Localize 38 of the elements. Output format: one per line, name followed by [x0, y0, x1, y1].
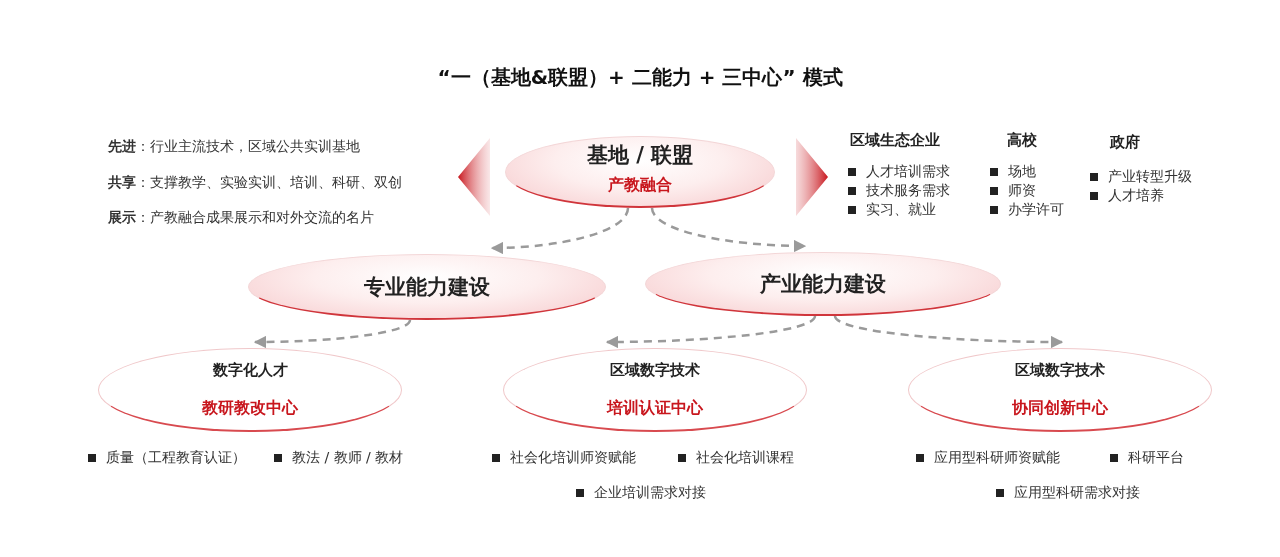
- bullet-item: 人才培养: [1090, 187, 1164, 205]
- bullet-item: 应用型科研需求对接: [996, 484, 1140, 502]
- arrow: [833, 315, 1064, 349]
- bullet-item: 质量（工程教育认证）: [88, 449, 246, 467]
- bullet-item: 办学许可: [990, 201, 1064, 219]
- node-subtitle: 产教融合: [608, 175, 672, 196]
- description-line: 展示：产教融合成果展示和对外交流的名片: [108, 209, 374, 227]
- bullet-item: 社会化培训师资赋能: [492, 449, 636, 467]
- arrow: [253, 319, 412, 349]
- node-title: 区域数字技术: [610, 360, 700, 380]
- bullet-item: 企业培训需求对接: [576, 484, 706, 502]
- bullet-item: 场地: [990, 163, 1036, 181]
- node-title: 专业能力建设: [364, 273, 490, 301]
- bullet-item: 科研平台: [1110, 449, 1184, 467]
- node-title: 数字化人才: [212, 360, 288, 380]
- bullet-item: 人才培训需求: [848, 163, 950, 181]
- bullet-item: 产业转型升级: [1090, 168, 1192, 186]
- title: “一（基地&联盟）+ 二能力 + 三中心” 模式: [437, 64, 843, 91]
- bullet-item: 师资: [990, 182, 1036, 200]
- bullet-item: 实习、就业: [848, 201, 936, 219]
- description-line: 共享：支撑教学、实验实训、培训、科研、双创: [108, 174, 402, 192]
- node-subtitle: 培训认证中心: [607, 397, 703, 419]
- arrow: [490, 207, 630, 255]
- node-title: 产业能力建设: [760, 270, 886, 298]
- bullet-item: 社会化培训课程: [678, 449, 794, 467]
- node-subtitle: 教研教改中心: [202, 397, 298, 419]
- node-title: 基地 / 联盟: [586, 142, 694, 169]
- bullet-item: 教法 / 教师 / 教材: [274, 449, 404, 467]
- bullet-item: 应用型科研师资赋能: [916, 449, 1060, 467]
- column-heading: 高校: [1007, 131, 1037, 150]
- bullet-item: 技术服务需求: [848, 182, 950, 200]
- column-heading: 政府: [1110, 133, 1140, 152]
- node-title: 区域数字技术: [1015, 360, 1105, 380]
- description-line: 先进：行业主流技术，区域公共实训基地: [108, 138, 360, 156]
- node-subtitle: 协同创新中心: [1012, 397, 1108, 419]
- arrow: [650, 207, 807, 253]
- column-heading: 区域生态企业: [850, 131, 940, 150]
- arrow: [605, 315, 817, 349]
